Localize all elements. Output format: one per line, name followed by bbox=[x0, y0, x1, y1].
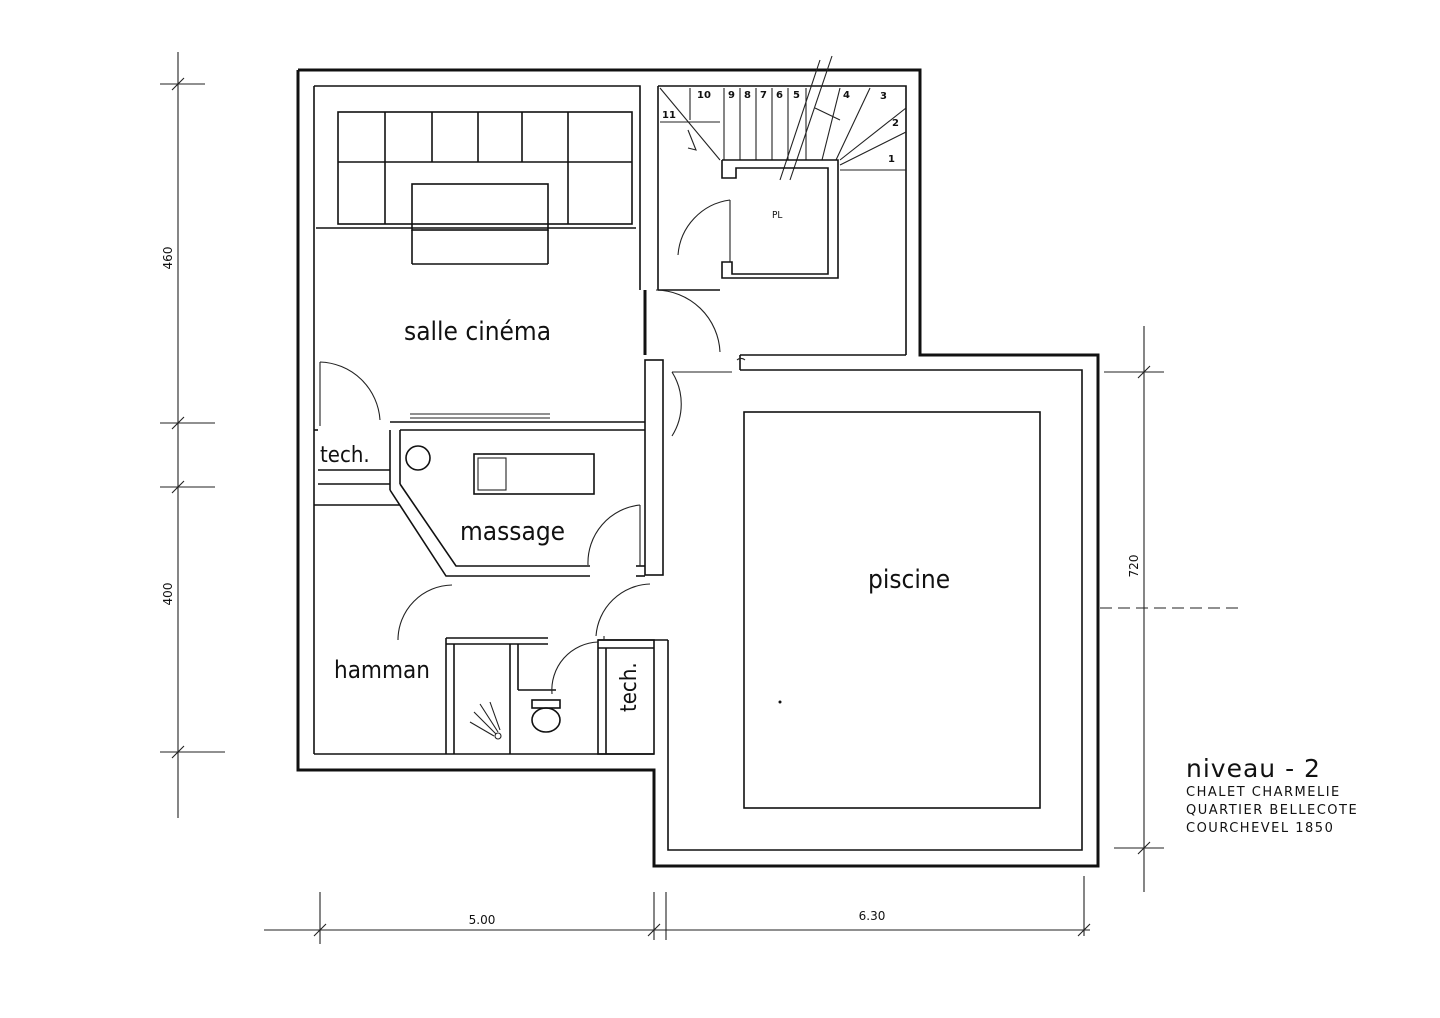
step-3: 3 bbox=[880, 91, 887, 102]
step-4: 4 bbox=[843, 90, 850, 101]
shower-head bbox=[469, 701, 502, 740]
pool-basin bbox=[743, 411, 1041, 809]
label-pool: piscine bbox=[868, 565, 950, 595]
district-name: QUARTIER BELLECOTE bbox=[1186, 803, 1359, 818]
interior-walls bbox=[314, 289, 906, 755]
step-10: 10 bbox=[697, 90, 711, 101]
step-5: 5 bbox=[793, 90, 800, 101]
title-block: niveau - 2 CHALET CHARMELIE QUARTIER BEL… bbox=[1186, 754, 1358, 838]
dimension-right: 720 bbox=[1100, 326, 1244, 892]
exterior-walls bbox=[296, 68, 1100, 868]
step-11: 11 bbox=[662, 110, 676, 121]
room-labels: salle cinéma massage piscine hamman tech… bbox=[320, 210, 950, 712]
step-8: 8 bbox=[744, 90, 751, 101]
step-1: 1 bbox=[888, 154, 895, 165]
step-2: 2 bbox=[892, 118, 899, 129]
dim-height-bottom: 400 bbox=[161, 583, 175, 606]
label-tech-left: tech. bbox=[320, 443, 370, 468]
step-6: 6 bbox=[776, 90, 783, 101]
resort-name: COURCHEVEL 1850 bbox=[1186, 821, 1335, 836]
massage-table bbox=[473, 453, 595, 495]
label-tech-right: tech. bbox=[617, 662, 642, 712]
doors bbox=[319, 199, 746, 695]
dimension-bottom: 5.00 6.30 bbox=[264, 876, 1091, 944]
stair-step-numbers: 1 2 3 4 5 6 7 8 9 10 11 bbox=[662, 90, 899, 165]
wc-toilet bbox=[531, 699, 561, 733]
label-cinema: salle cinéma bbox=[404, 317, 551, 347]
lift-shaft bbox=[721, 159, 839, 279]
dim-height-right: 720 bbox=[1127, 555, 1141, 578]
dimension-left: 460 400 bbox=[160, 52, 225, 818]
label-lift: PL bbox=[772, 210, 782, 221]
dim-height-top: 460 bbox=[161, 247, 175, 270]
chalet-name: CHALET CHARMELIE bbox=[1186, 785, 1341, 800]
step-7: 7 bbox=[760, 90, 767, 101]
dim-width-right: 6.30 bbox=[859, 909, 886, 923]
cinema-seats bbox=[316, 111, 636, 265]
label-massage: massage bbox=[460, 517, 565, 547]
level-title: niveau - 2 bbox=[1186, 754, 1321, 783]
label-hammam: hamman bbox=[334, 656, 430, 684]
staircase bbox=[659, 55, 907, 181]
dim-width-left: 5.00 bbox=[469, 913, 496, 927]
step-9: 9 bbox=[728, 90, 735, 101]
basin bbox=[405, 445, 431, 471]
